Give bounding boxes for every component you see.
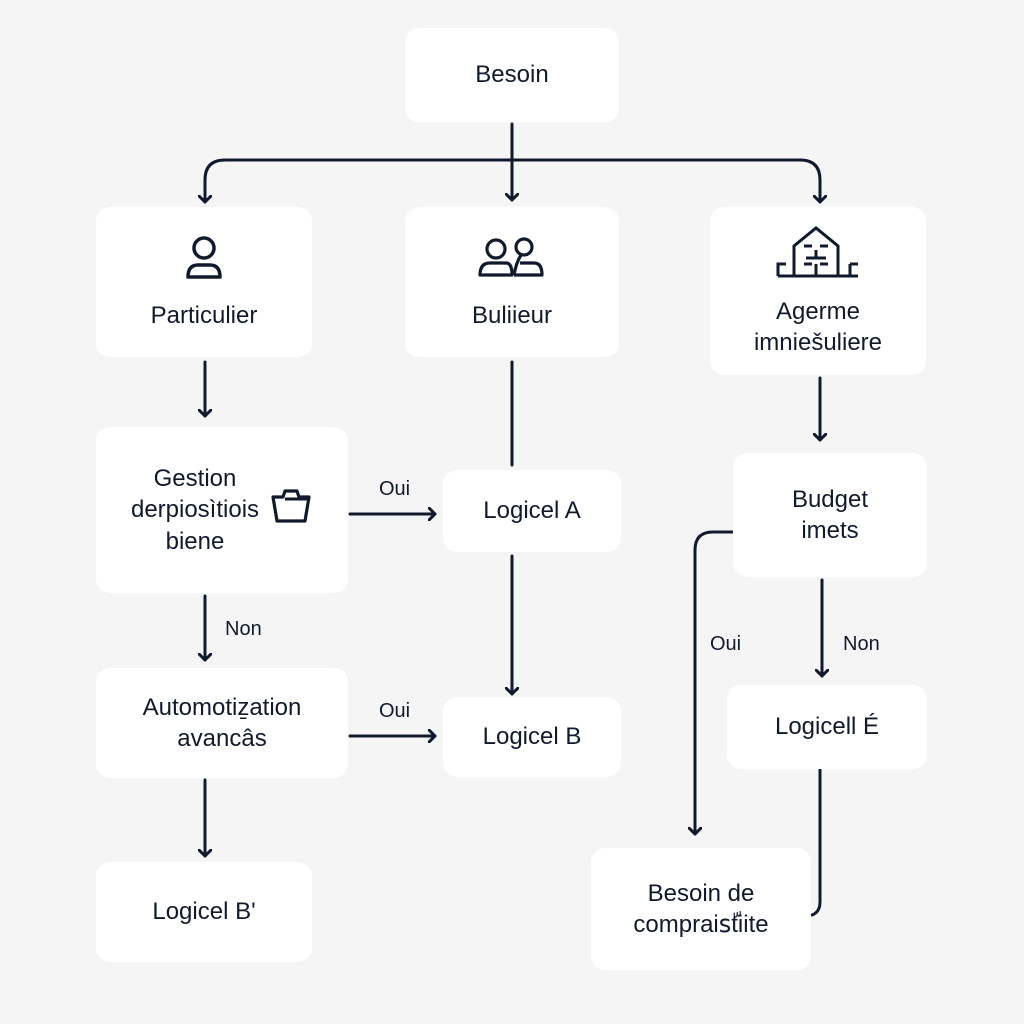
node-logiciel-b-prime[interactable]: Logicel B' — [96, 862, 312, 962]
node-bailleur[interactable]: Buliieur — [405, 207, 619, 357]
node-logiciel-b[interactable]: Logicel B — [443, 697, 621, 777]
node-gestion-label-1: Gestion — [153, 465, 237, 493]
node-logiciel-e-label: Logicell É — [774, 713, 880, 741]
node-gestion-label-2: derpiosìtiois — [130, 496, 260, 524]
node-automatisation-label-2: avancâs — [177, 725, 267, 752]
node-logiciel-b-label: Logicel B — [482, 723, 582, 751]
node-particulier-label: Particulier — [150, 301, 258, 329]
edge-root-left — [205, 158, 514, 204]
node-automatisation-label-1: Automotiẕation — [142, 693, 302, 721]
node-bailleur-label: Buliieur — [471, 301, 553, 329]
user-icon — [182, 233, 226, 289]
node-budget[interactable]: Budget imets — [733, 453, 927, 577]
node-besoin-compta[interactable]: Besoin de compraisّtiite — [591, 848, 811, 970]
node-logiciel-b-prime-label: Logicel B' — [152, 898, 256, 926]
node-agence[interactable]: Agerme imniešuliere — [710, 207, 926, 375]
node-logiciel-a[interactable]: Logicel A — [443, 470, 621, 552]
node-besoin[interactable]: Besoin — [405, 28, 619, 122]
node-logiciel-a-label: Logicel A — [483, 497, 581, 525]
node-agence-label-2: imniešuliere — [753, 329, 883, 357]
edge-budget-compta — [695, 530, 735, 836]
node-besoin-compta-label-2: compraisّtiite — [633, 911, 769, 938]
edge-label-gestion-oui: Oui — [379, 478, 411, 500]
node-besoin-label: Besoin — [475, 61, 549, 89]
edge-logicielE-compta — [810, 768, 822, 917]
node-besoin-compta-label-1: Besoin de — [647, 879, 755, 907]
node-gestion-label-3: biene — [165, 527, 225, 555]
node-budget-label-2: imets — [801, 517, 859, 544]
node-particulier[interactable]: Particulier — [96, 207, 312, 357]
edge-label-budget-oui: Oui — [710, 633, 742, 655]
node-gestion[interactable]: Gestion derpiosìtiois biene — [96, 427, 348, 593]
node-automatisation[interactable]: Automotiẕation avancâs — [96, 668, 348, 778]
edge-root-right — [510, 158, 820, 204]
edge-label-gestion-non: Non — [225, 618, 262, 640]
node-budget-label-1: Budget — [791, 485, 869, 513]
two-users-icon — [478, 233, 546, 289]
node-logiciel-e[interactable]: Logicell É — [727, 685, 927, 769]
folder-icon — [269, 487, 313, 533]
edge-label-budget-non: Non — [843, 633, 880, 655]
building-icon — [776, 224, 860, 286]
node-agence-label-1: Agerme — [775, 297, 861, 325]
edge-label-automatisation-oui: Oui — [379, 700, 411, 722]
